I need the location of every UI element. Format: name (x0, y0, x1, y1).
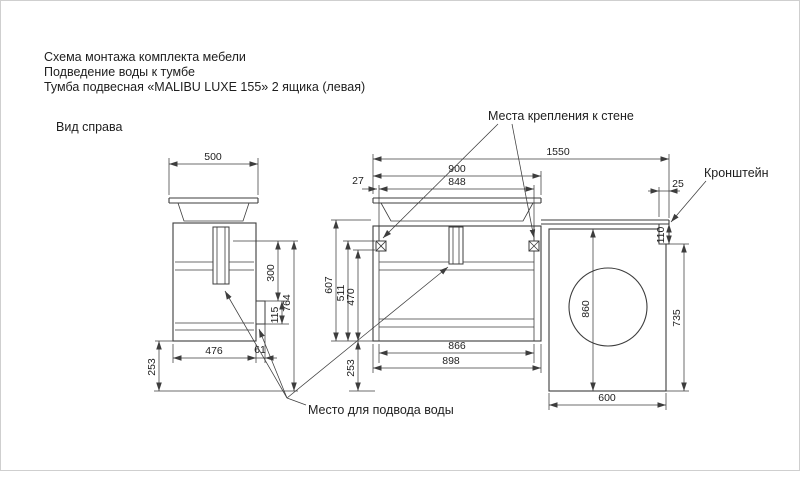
front-drain-pipe (448, 226, 464, 265)
dim-front-866: 866 (448, 340, 466, 352)
dim-washer-25: 25 (672, 178, 684, 190)
dim-washer-600: 600 (598, 392, 616, 404)
side-cabinet-outline (172, 222, 257, 342)
dim-washer-735: 735 (671, 309, 683, 327)
washer-niche-outline (548, 228, 667, 392)
dim-front-900: 900 (448, 163, 466, 175)
side-view-label: Вид справа (56, 120, 123, 134)
side-sink-bowl (177, 202, 250, 222)
wall-mount-point-right (528, 240, 540, 252)
washer-door-circle (568, 267, 648, 347)
callout-wall-mount: Места крепления к стене (382, 109, 634, 239)
dim-front-27: 27 (352, 175, 364, 187)
wall-mount-label: Места крепления к стене (488, 109, 634, 123)
dim-front-253: 253 (345, 359, 357, 377)
wall-mount-point-left (375, 240, 387, 252)
side-drain-pipe (212, 226, 230, 285)
dim-front-1550: 1550 (546, 146, 570, 158)
side-view-dimensions: 500 476 61 253 764 300 115 (146, 151, 298, 392)
dim-washer-860: 860 (580, 300, 592, 318)
side-view-drawing (168, 197, 266, 342)
water-supply-label: Место для подвода воды (308, 403, 454, 417)
dim-side-300: 300 (265, 264, 277, 282)
title-line-2: Подведение воды к тумбе (44, 65, 195, 79)
dim-front-607: 607 (323, 276, 335, 294)
dim-side-115: 115 (269, 306, 281, 323)
callout-bracket: Кронштейн (670, 166, 769, 223)
dim-side-253: 253 (146, 358, 158, 376)
front-view-dimensions: 1550 900 848 27 607 511 470 866 898 (323, 146, 670, 392)
dim-front-898: 898 (442, 355, 460, 367)
side-wall-bracket (255, 300, 266, 325)
washer-dimensions: 860 600 735 110 25 (548, 178, 689, 410)
front-cabinet-outline (372, 225, 542, 342)
dim-side-61: 61 (254, 344, 266, 356)
callout-water-supply: Место для подвода воды (224, 266, 454, 417)
front-sink-bowl (380, 202, 534, 222)
front-view-drawing (372, 197, 670, 342)
dim-side-500: 500 (204, 151, 222, 163)
dim-front-848: 848 (448, 176, 466, 188)
dim-front-511: 511 (335, 284, 347, 301)
title-block: Схема монтажа комплекта мебели Подведени… (44, 50, 365, 94)
bracket-label: Кронштейн (704, 166, 769, 180)
title-line-3: Тумба подвесная «MALIBU LUXE 155» 2 ящик… (44, 80, 365, 94)
washer-space-drawing (548, 223, 670, 392)
title-line-1: Схема монтажа комплекта мебели (44, 50, 246, 64)
dim-side-476: 476 (205, 345, 223, 357)
dim-side-764: 764 (281, 294, 293, 312)
dim-washer-110: 110 (655, 226, 667, 243)
dim-front-470: 470 (345, 288, 357, 306)
